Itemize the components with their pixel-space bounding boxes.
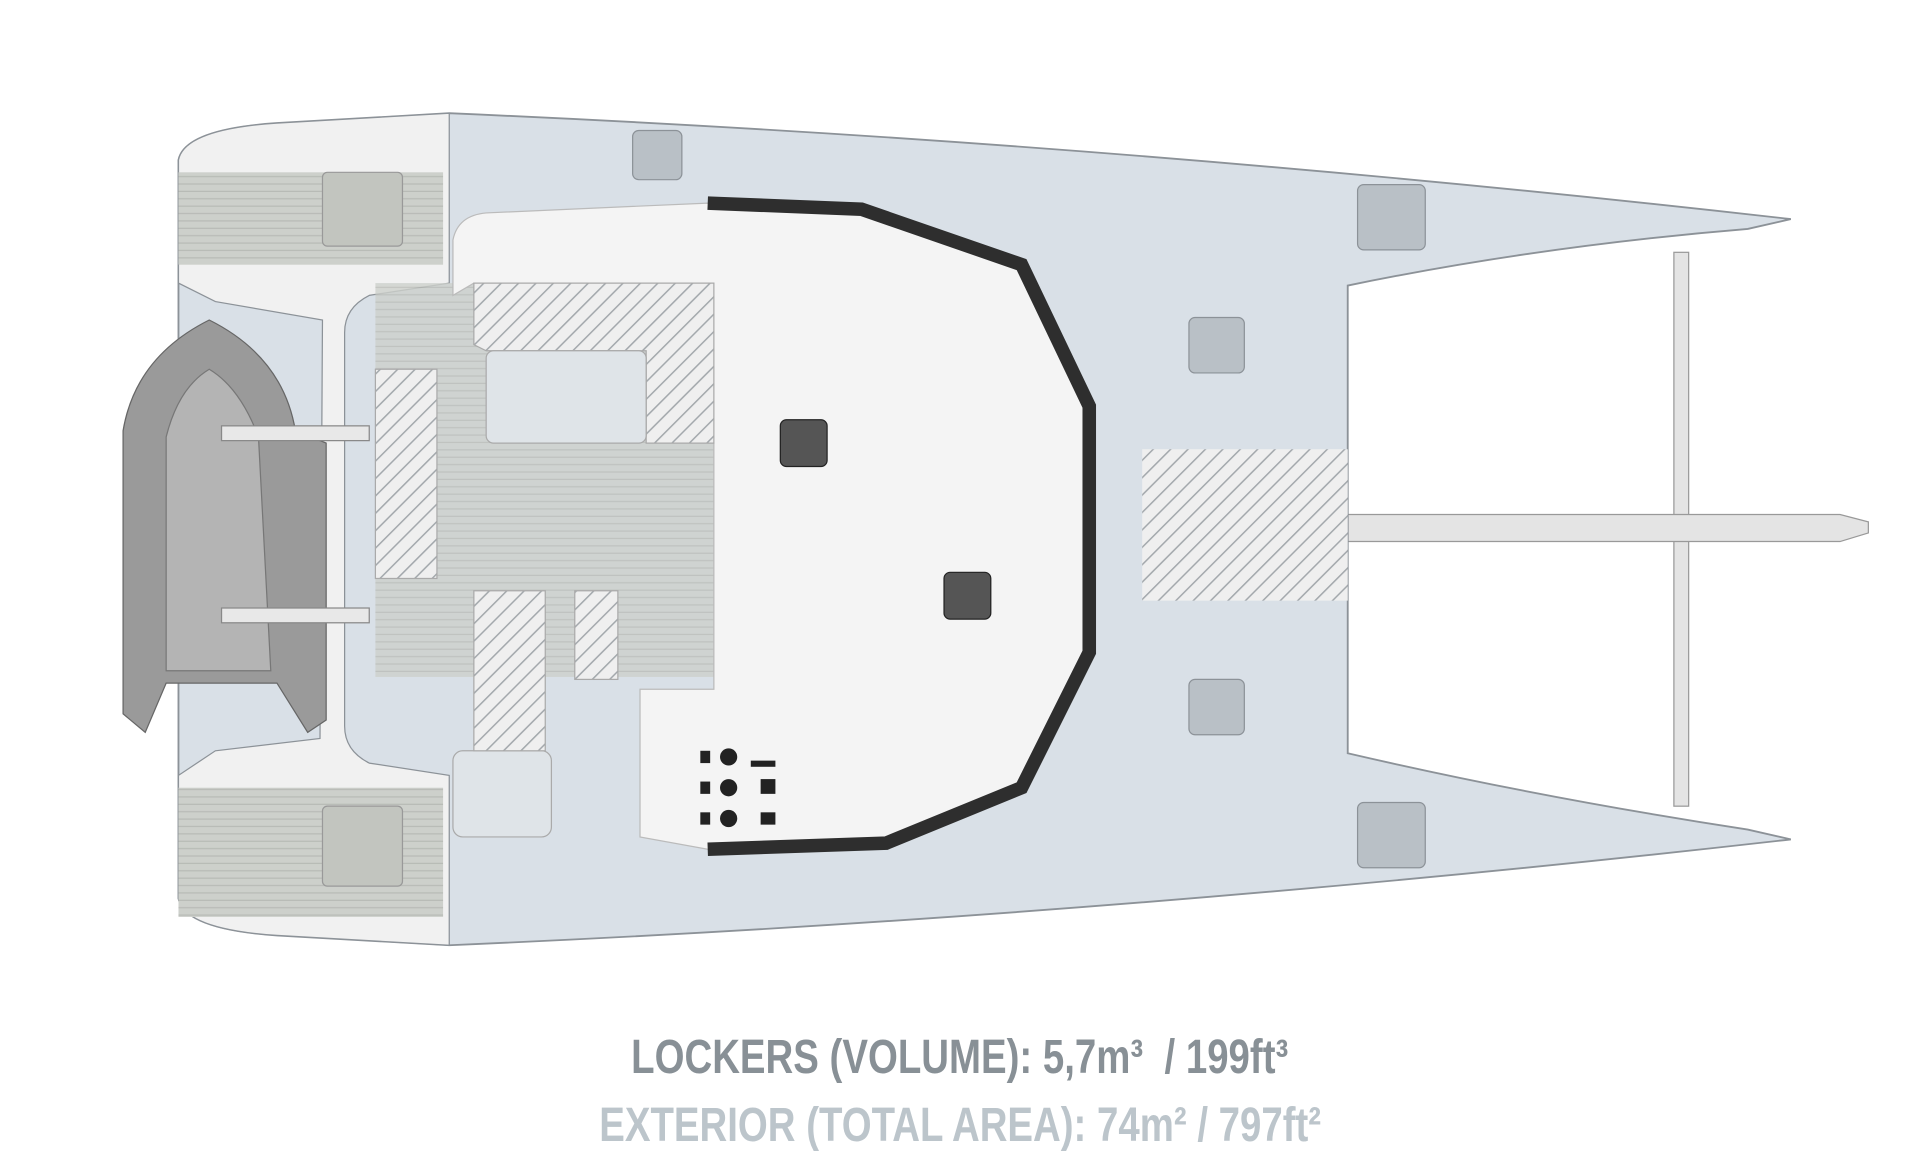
lockers-volume-caption: LOCKERS (VOLUME): 5,7m³ / 199ft³	[0, 1030, 1920, 1085]
exterior-area-caption: EXTERIOR (TOTAL AREA): 74m² / 797ft²	[0, 1098, 1920, 1153]
winches	[700, 748, 776, 828]
deck-hatches	[632, 129, 1426, 869]
lockers-volume-text: LOCKERS (VOLUME): 5,7m³ / 199ft³	[631, 1031, 1289, 1084]
deck-plan-drawing	[122, 112, 1869, 947]
lockers	[374, 282, 1348, 752]
cockpit-seat-aft	[452, 750, 553, 838]
exterior-area-text: EXTERIOR (TOTAL AREA): 74m² / 797ft²	[599, 1099, 1321, 1152]
dinghy	[122, 319, 370, 734]
coachroof-coaming	[707, 196, 1097, 857]
trampoline-frame	[1347, 251, 1869, 807]
aft-steps	[177, 112, 450, 946]
